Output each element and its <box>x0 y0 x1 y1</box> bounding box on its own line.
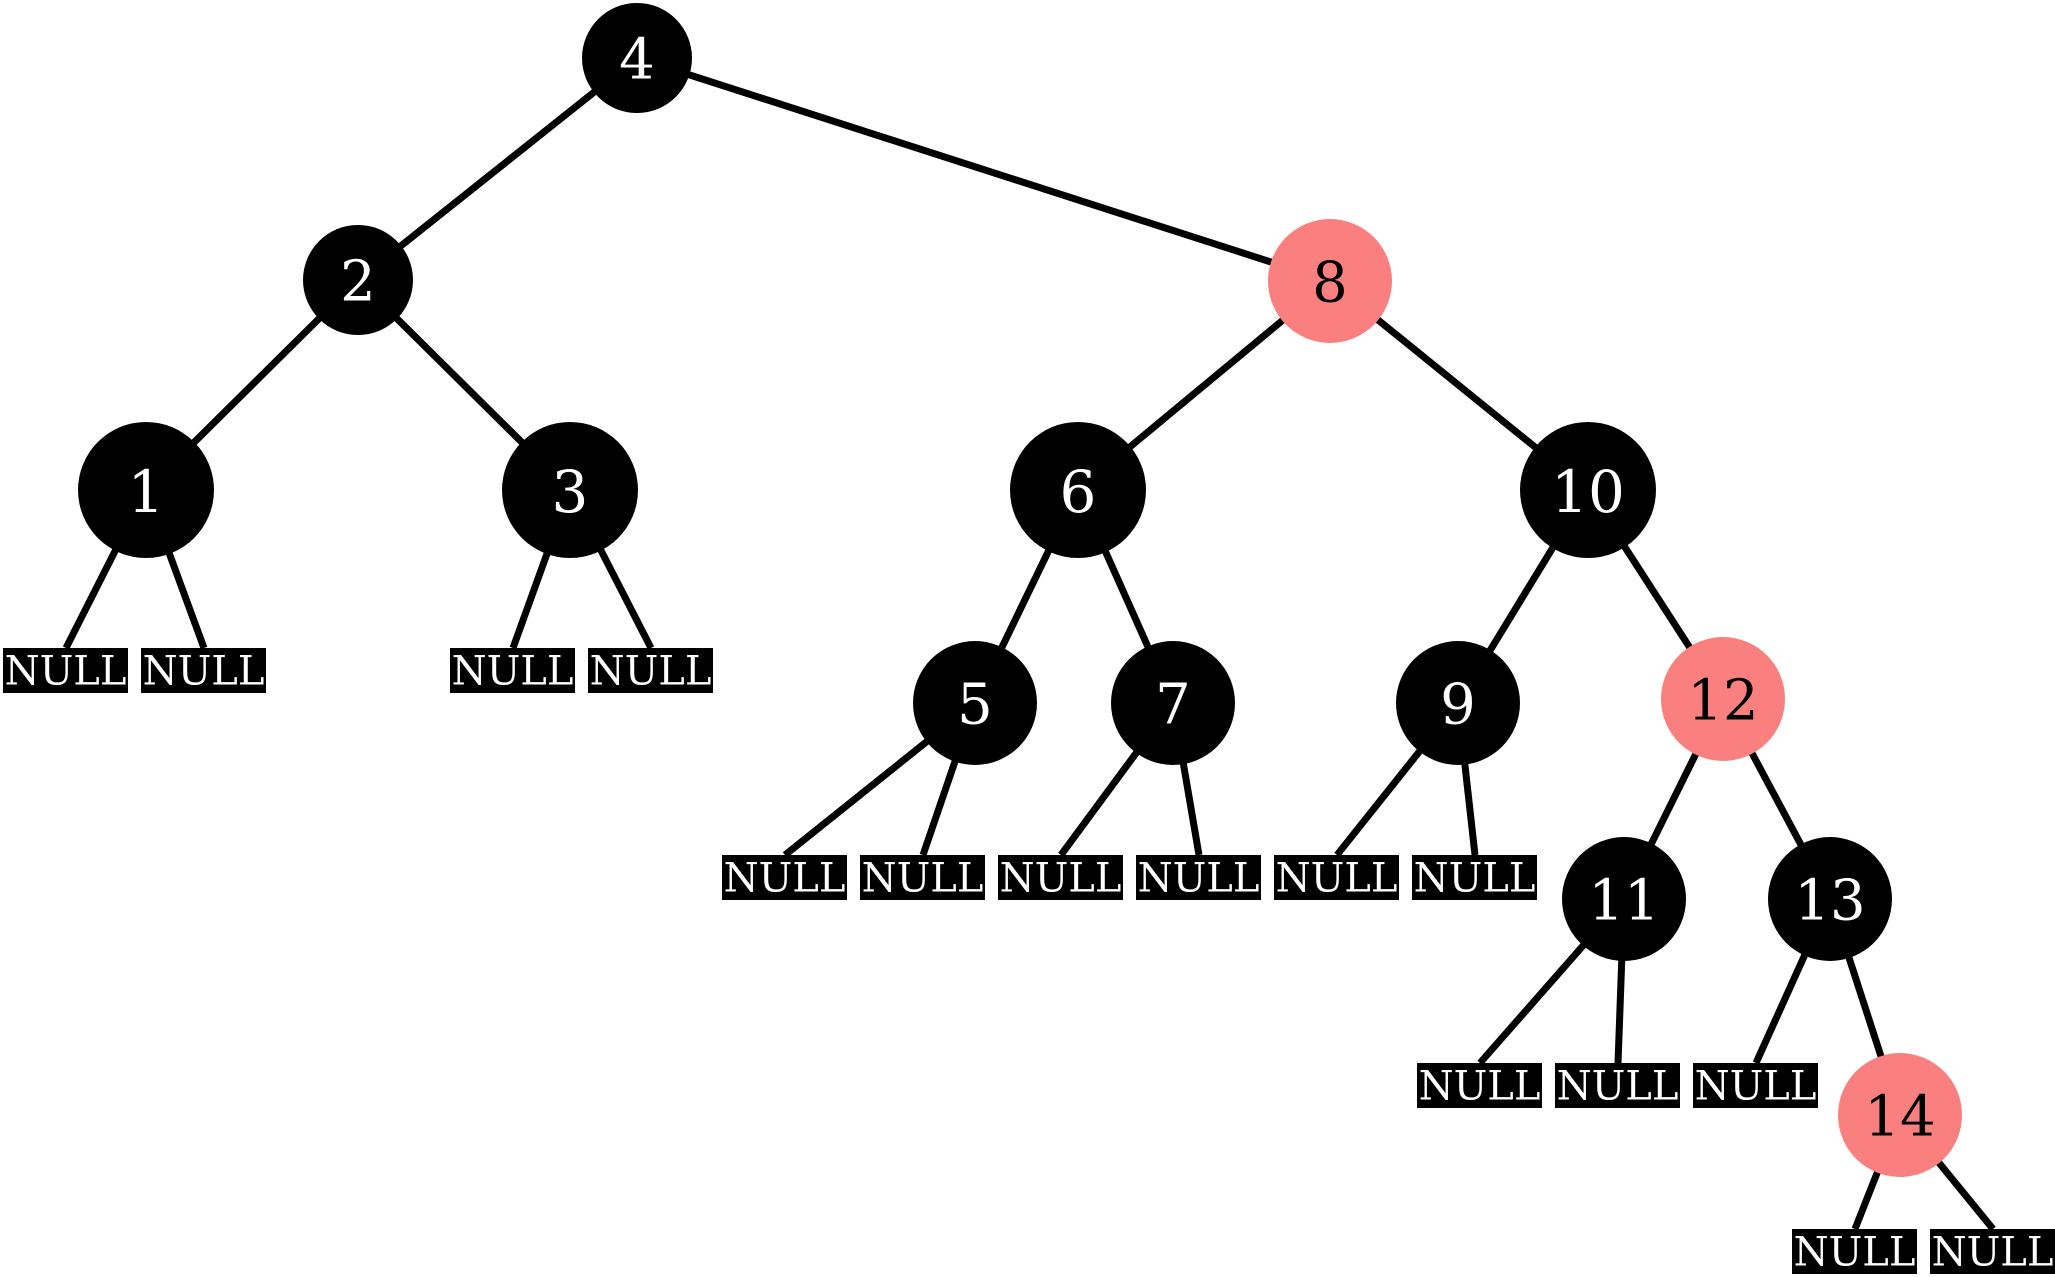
tree-node-1[interactable]: 1 <box>78 422 214 558</box>
tree-node-label: 1 <box>128 458 165 526</box>
tree-node-label: 2 <box>340 250 376 315</box>
null-leaf-layer: NULL NULL NULL NULL NULL NULL NULL NULL NULL NULL… <box>3 648 2055 1276</box>
tree-node-12[interactable]: 12 <box>1661 637 1785 761</box>
null-leaf: NULL <box>1555 1063 1680 1110</box>
null-leaf: NULL <box>1930 1229 2055 1276</box>
tree-node-13[interactable]: 13 <box>1768 837 1892 961</box>
tree-node-3[interactable]: 3 <box>502 422 638 558</box>
null-leaf-box <box>1136 855 1261 900</box>
null-leaf: NULL <box>588 648 713 695</box>
null-leaf-label: NULL <box>590 649 712 695</box>
null-leaf-box <box>1693 1063 1818 1108</box>
tree-node-label: 11 <box>1588 869 1659 934</box>
tree-node-label: 14 <box>1864 1085 1935 1150</box>
null-leaf: NULL <box>1412 855 1537 902</box>
null-leaf: NULL <box>1274 855 1399 902</box>
red-node-circle[interactable] <box>1838 1053 1962 1177</box>
null-leaf-label: NULL <box>862 856 984 902</box>
null-leaf-box <box>1792 1229 1917 1274</box>
null-leaf-label: NULL <box>1557 1064 1679 1110</box>
tree-node-label: 10 <box>1551 458 1625 526</box>
tree-node-14[interactable]: 14 <box>1838 1053 1962 1177</box>
tree-node-6[interactable]: 6 <box>1010 422 1146 558</box>
null-leaf-box <box>860 855 985 900</box>
black-node-circle[interactable] <box>1396 641 1520 765</box>
black-node-circle[interactable] <box>913 641 1037 765</box>
black-node-circle[interactable] <box>1768 837 1892 961</box>
null-leaf: NULL <box>1792 1229 1917 1276</box>
null-leaf: NULL <box>1136 855 1261 902</box>
tree-node-9[interactable]: 9 <box>1396 641 1520 765</box>
black-node-circle[interactable] <box>582 3 692 113</box>
tree-node-label: 7 <box>1155 673 1191 738</box>
tree-node-label: 12 <box>1687 669 1758 734</box>
tree-node-label: 13 <box>1794 869 1865 934</box>
tree-node-10[interactable]: 10 <box>1520 422 1656 558</box>
null-leaf-label: NULL <box>1794 1230 1916 1276</box>
null-leaf-label: NULL <box>452 649 574 695</box>
tree-edge <box>635 54 1332 285</box>
tree-node-8[interactable]: 8 <box>1268 219 1392 343</box>
null-leaf-box <box>722 855 847 900</box>
null-leaf: NULL <box>141 648 266 695</box>
null-leaf-box <box>3 648 128 693</box>
null-leaf: NULL <box>722 855 847 902</box>
null-leaf-box <box>450 648 575 693</box>
null-leaf-box <box>588 648 713 693</box>
tree-node-label: 5 <box>957 673 993 738</box>
black-node-circle[interactable] <box>1111 641 1235 765</box>
tree-node-11[interactable]: 11 <box>1562 837 1686 961</box>
red-node-circle[interactable] <box>1268 219 1392 343</box>
null-leaf: NULL <box>3 648 128 695</box>
null-leaf-box <box>1417 1063 1542 1108</box>
null-leaf-label: NULL <box>724 856 846 902</box>
null-leaf-label: NULL <box>143 649 265 695</box>
null-leaf-box <box>141 648 266 693</box>
tree-node-5[interactable]: 5 <box>913 641 1037 765</box>
tree-node-2[interactable]: 2 <box>303 225 413 335</box>
tree-node-7[interactable]: 7 <box>1111 641 1235 765</box>
red-node-circle[interactable] <box>1661 637 1785 761</box>
null-leaf-label: NULL <box>1276 856 1398 902</box>
null-leaf-box <box>1555 1063 1680 1108</box>
null-leaf: NULL <box>860 855 985 902</box>
null-leaf: NULL <box>450 648 575 695</box>
black-node-circle[interactable] <box>1010 422 1146 558</box>
tree-node-label: 6 <box>1060 458 1097 526</box>
null-leaf: NULL <box>1693 1063 1818 1110</box>
black-node-circle[interactable] <box>303 225 413 335</box>
black-node-circle[interactable] <box>502 422 638 558</box>
null-leaf: NULL <box>1417 1063 1542 1110</box>
tree-node-label: 9 <box>1440 673 1476 738</box>
tree-node-4[interactable]: 4 <box>582 3 692 113</box>
null-leaf-label: NULL <box>1419 1064 1541 1110</box>
null-leaf-label: NULL <box>1414 856 1536 902</box>
null-leaf-box <box>1930 1229 2055 1274</box>
null-leaf-box <box>1274 855 1399 900</box>
null-leaf-label: NULL <box>1932 1230 2054 1276</box>
null-leaf-box <box>1412 855 1537 900</box>
null-leaf-label: NULL <box>1000 856 1122 902</box>
null-leaf-label: NULL <box>5 649 127 695</box>
tree-node-label: 3 <box>552 458 589 526</box>
null-leaf-label: NULL <box>1138 856 1260 902</box>
tree-node-label: 4 <box>619 28 655 93</box>
black-node-circle[interactable] <box>1562 837 1686 961</box>
tree-node-label: 8 <box>1312 251 1348 316</box>
null-leaf-label: NULL <box>1695 1064 1817 1110</box>
tree-edge <box>355 55 640 283</box>
null-leaf-box <box>998 855 1123 900</box>
black-node-circle[interactable] <box>78 422 214 558</box>
null-leaf: NULL <box>998 855 1123 902</box>
black-node-circle[interactable] <box>1520 422 1656 558</box>
